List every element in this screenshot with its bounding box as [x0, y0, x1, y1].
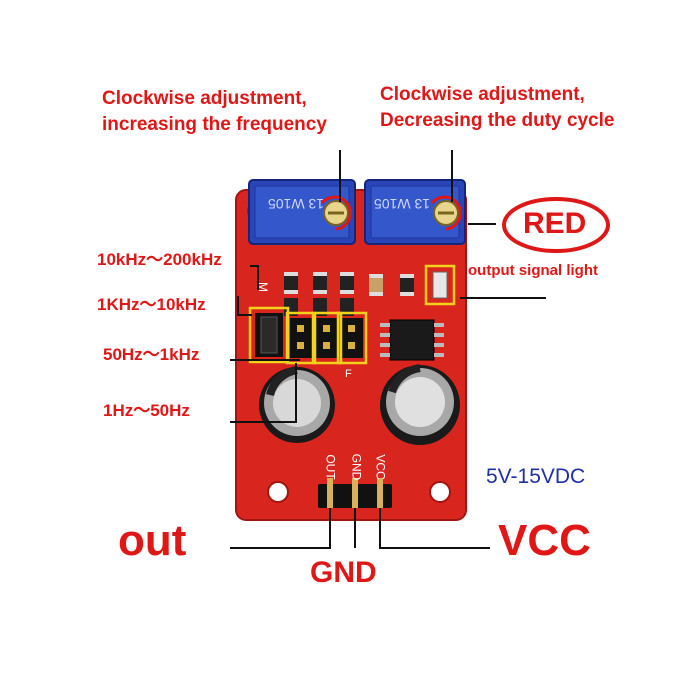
mounting-hole: [267, 481, 289, 503]
range-1khz-10khz: 1KHz～10kHz: [97, 295, 206, 314]
clockwise-arrow-icon: [320, 195, 352, 231]
freq-adjust-note: Clockwise adjustment, increasing the fre…: [102, 86, 327, 138]
output-led: [432, 271, 448, 299]
silk-pin-vcc: VCC: [373, 454, 388, 480]
ne555-chip: [380, 319, 444, 361]
red-badge: [502, 197, 610, 253]
range-1hz-50hz: 1Hz～50Hz: [103, 401, 190, 420]
pot-number: 13: [414, 196, 431, 212]
pot-number: 13: [308, 196, 325, 212]
mounting-hole: [429, 481, 451, 503]
duty-potentiometer: [364, 179, 466, 245]
duty-adjust-line1: Clockwise adjustment,: [380, 84, 585, 105]
smd-components: [284, 272, 414, 316]
freq-adjust-line1: Clockwise adjustment,: [102, 88, 307, 109]
pin-label-vcc: VCC: [498, 516, 591, 565]
leader-lines: [230, 150, 546, 549]
clockwise-arrow-icon: [430, 195, 462, 231]
range-10khz-200khz: 10kHz～200kHz: [97, 250, 222, 269]
output-light-label: output signal light: [468, 262, 598, 279]
capacitor-right: [380, 364, 460, 445]
pot-model: W105: [268, 196, 305, 212]
silk-pin-out: OUT: [323, 454, 338, 480]
range-50hz-1khz: 50Hz～1kHz: [103, 345, 200, 364]
pin-header: [318, 478, 392, 508]
silk-pin-gnd: GND: [349, 453, 364, 481]
pot-marking-right: 13 W105: [374, 196, 430, 212]
led-highlight: [424, 264, 456, 306]
frequency-jumper-block: [248, 306, 368, 365]
duty-adjust-note: Clockwise adjustment, Decreasing the dut…: [380, 82, 614, 134]
silk-f: F: [345, 368, 352, 380]
voltage-label: 5V-15VDC: [486, 465, 586, 488]
pin-label-gnd: GND: [310, 556, 377, 589]
silk-m: M: [256, 282, 270, 292]
pin-label-out: out: [118, 516, 187, 565]
duty-adjust-line2: Decreasing the duty cycle: [380, 110, 615, 131]
freq-adjust-line2: increasing the frequency: [102, 114, 327, 135]
pot-marking-left: 13 W105: [268, 196, 324, 212]
pot-model: W105: [374, 196, 411, 212]
red-badge-label: RED: [523, 207, 587, 240]
